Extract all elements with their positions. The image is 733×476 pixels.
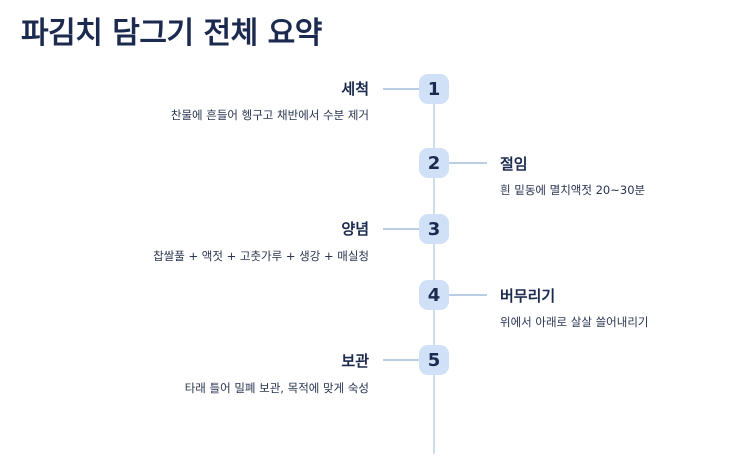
step-3-connector xyxy=(383,228,419,230)
step-4-label: 버무리기 xyxy=(500,287,556,305)
step-4-connector xyxy=(449,294,487,296)
step-1-description: 찬물에 흔들어 헹구고 채반에서 수분 제거 xyxy=(170,108,369,122)
step-5-number-badge: 5 xyxy=(419,345,449,375)
step-5-connector xyxy=(383,359,419,361)
step-4-number-badge: 4 xyxy=(419,280,449,310)
step-5-label: 보관 xyxy=(341,352,369,370)
step-3-number-badge: 3 xyxy=(419,214,449,244)
step-3-description: 찹쌀풀 + 액젓 + 고춧가루 + 생강 + 매실청 xyxy=(153,249,369,263)
page-title: 파김치 담그기 전체 요약 xyxy=(21,16,322,51)
step-1-connector xyxy=(383,88,419,90)
timeline-axis xyxy=(433,82,435,454)
step-2-number-badge: 2 xyxy=(419,148,449,178)
step-2-connector xyxy=(449,162,487,164)
step-3-label: 양념 xyxy=(341,220,369,238)
step-1-label: 세척 xyxy=(341,80,369,98)
step-2-label: 절임 xyxy=(500,155,528,173)
step-2-description: 흰 밑동에 멸치액젓 20~30분 xyxy=(500,183,646,197)
step-5-description: 타래 틀어 밀폐 보관, 목적에 맞게 숙성 xyxy=(184,381,369,395)
step-4-description: 위에서 아래로 살살 쓸어내리기 xyxy=(500,315,649,329)
step-1-number-badge: 1 xyxy=(419,74,449,104)
